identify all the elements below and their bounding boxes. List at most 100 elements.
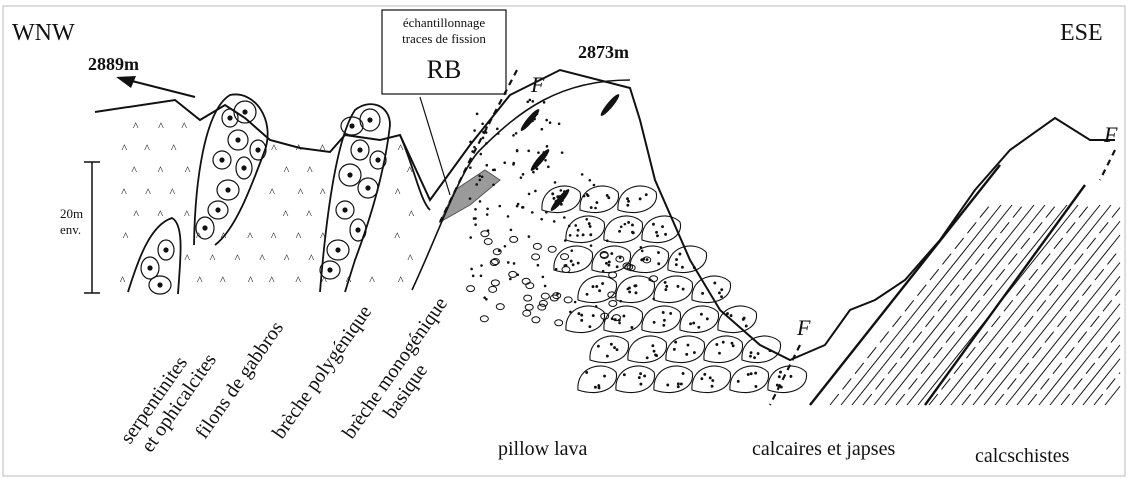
pillow-dot (598, 345, 600, 347)
fault-label-2: F (796, 315, 811, 340)
breccia-clast (510, 236, 518, 242)
pillow-dot (608, 197, 610, 199)
caret-mark: ^ (271, 229, 277, 243)
pillow-dot (673, 348, 675, 350)
pillow-dot (682, 266, 684, 268)
pillow-dot (623, 374, 625, 376)
pillow-cell (554, 246, 593, 273)
breccia-dot (470, 268, 473, 271)
stratum-line (830, 205, 990, 405)
pillow-dot (604, 375, 606, 377)
pillow-dot (570, 260, 572, 262)
stratum-line (940, 205, 1100, 405)
caret-mark: ^ (369, 273, 375, 287)
breccia-clast (524, 295, 532, 301)
breccia-clast (532, 317, 540, 323)
stratum-line (1050, 318, 1120, 406)
stratum-line (1028, 290, 1120, 405)
clast-core (216, 208, 220, 212)
caret-mark: ^ (395, 185, 401, 199)
breccia-dot (588, 179, 591, 182)
sample-box-line1: échantillonnage (403, 15, 486, 30)
pillow-dot (611, 318, 613, 320)
pillow-dot (658, 252, 660, 254)
pillow-dot (582, 234, 584, 236)
breccia-dot (529, 99, 532, 102)
pillow-dot (682, 373, 684, 375)
pillow-dot (742, 318, 744, 320)
limestone-strata (830, 205, 1120, 405)
pillow-dot (663, 324, 665, 326)
breccia-dot (479, 200, 482, 203)
pillow-dot (606, 355, 608, 357)
pillow-dot (653, 321, 655, 323)
stratum-line (896, 205, 1056, 405)
breccia-dot (574, 224, 577, 227)
stratum-line (874, 205, 1034, 405)
pillow-dot (706, 318, 708, 320)
breccia-clast (532, 254, 540, 260)
pillow-cell (742, 336, 781, 363)
pillow-cell (604, 306, 643, 333)
breccia-dot (624, 223, 627, 226)
caret-mark: ^ (308, 251, 314, 265)
breccia-dot (546, 145, 549, 148)
breccia-dot (540, 218, 543, 221)
pillow-dot (757, 353, 759, 355)
pillow-dot (714, 282, 716, 284)
breccia-dot (532, 171, 535, 174)
breccia-dot (549, 121, 552, 124)
pillow-dot (732, 345, 734, 347)
pillow-dot (611, 253, 613, 255)
pillow-dot (590, 234, 592, 236)
breccia-dot (556, 293, 559, 296)
breccia-dot (510, 229, 513, 232)
caret-mark: ^ (120, 273, 126, 287)
caret-mark: ^ (407, 251, 413, 265)
pillow-dot (776, 384, 778, 386)
pillow-dot (592, 315, 594, 317)
breccia-dot (554, 181, 557, 184)
caret-mark: ^ (122, 141, 128, 155)
breccia-dot (516, 205, 519, 208)
pillow-dot (656, 231, 658, 233)
breccia-dot (544, 159, 547, 162)
pillow-dot (719, 352, 721, 354)
caret-mark: ^ (394, 229, 400, 243)
caret-mark: ^ (184, 251, 190, 265)
breccia-dot (563, 216, 566, 219)
breccia-dot (473, 129, 476, 132)
breccia-clast (484, 238, 492, 244)
sample-zone (440, 170, 500, 222)
sample-box-code: RB (427, 55, 462, 84)
breccia-clast (562, 266, 570, 272)
breccia-dot (474, 208, 477, 211)
pillow-cell (666, 336, 705, 363)
pillow-dot (664, 282, 666, 284)
pillow-dot (702, 292, 704, 294)
breccia-dot (513, 262, 516, 265)
pillow-dot (667, 384, 669, 386)
pillow-cell (654, 276, 693, 303)
clast-core (350, 124, 354, 128)
caret-mark: ^ (145, 185, 151, 199)
pillow-dot (670, 313, 672, 315)
pillow-dot (780, 386, 782, 388)
pillow-dot (755, 372, 757, 374)
pillow-dot (635, 292, 637, 294)
breccia-dot (469, 236, 472, 239)
pillow-dot (565, 265, 567, 267)
breccia-dot (576, 234, 579, 237)
pillow-dot (619, 230, 621, 232)
breccia-dot (497, 132, 500, 135)
pillow-dot (698, 326, 700, 328)
pillow-dot (594, 386, 596, 388)
breccia-dot (544, 285, 547, 288)
caret-mark: ^ (235, 251, 241, 265)
breccia-dot (507, 261, 510, 264)
pillow-dot (665, 289, 667, 291)
pillow-dot (631, 327, 633, 329)
caret-mark: ^ (121, 185, 127, 199)
pillow-dot (640, 373, 642, 375)
